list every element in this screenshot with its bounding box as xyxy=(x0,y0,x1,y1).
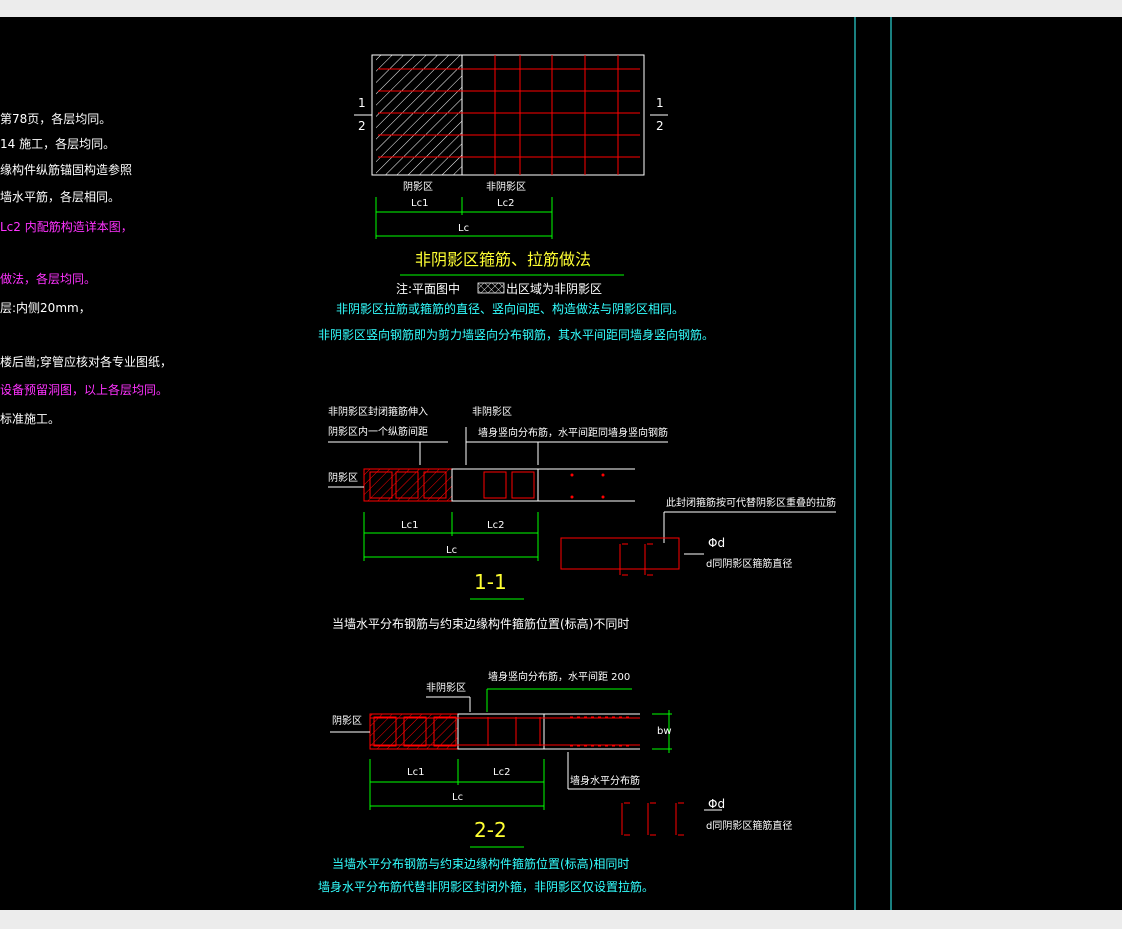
detail-c-label-horizontal: 墙身水平分布筋 xyxy=(570,776,640,787)
zone-shadow-label: 阴影区 xyxy=(403,182,433,193)
left-note: 墙水平筋，各层相同。 xyxy=(0,190,121,204)
left-note: 层:内侧20mm， xyxy=(0,301,91,315)
left-note: 楼后凿;穿管应核对各专业图纸， xyxy=(0,355,173,369)
section-1-1-title: 1-1 xyxy=(474,570,507,594)
top-toolbar-strip xyxy=(0,0,1122,17)
detail-b-label-tl2: 阴影区内一个纵筋间距 xyxy=(328,427,428,438)
dim-lc1: Lc1 xyxy=(411,198,429,209)
dim-lc2: Lc2 xyxy=(487,520,505,531)
left-note: Lc2 内配筋构造详本图， xyxy=(0,220,133,234)
left-note: 做法，各层均同。 xyxy=(0,272,97,286)
dim-lc1: Lc1 xyxy=(401,520,419,531)
detail-a-title: 非阴影区箍筋、拉筋做法 xyxy=(415,250,592,269)
detail-b-label-tl1: 非阴影区封闭箍筋伸入 xyxy=(328,407,428,418)
phi-d-label: Φd xyxy=(708,536,726,550)
cad-geometry xyxy=(328,17,892,910)
detail-b-label-nonshadow: 非阴影区 xyxy=(472,407,512,418)
left-note: 标准施工。 xyxy=(0,412,61,426)
detail-a-note-3: 非阴影区竖向钢筋即为剪力墙竖向分布钢筋，其水平间距同墙身竖向钢筋。 xyxy=(318,328,715,342)
detail-b-caption: 当墙水平分布钢筋与约束边缘构件箍筋位置(标高)不同时 xyxy=(332,617,630,631)
section-mark-num: 1 xyxy=(358,96,366,110)
dim-lc: Lc xyxy=(446,545,458,556)
section-mark-den: 2 xyxy=(358,119,366,133)
detail-a-plan xyxy=(354,54,668,294)
dim-lc: Lc xyxy=(452,792,464,803)
detail-b-label-right: 此封闭箍筋按可代替阴影区重叠的拉筋 xyxy=(666,498,836,509)
detail-c-label-vertical: 墙身竖向分布筋，水平间距 200 xyxy=(488,672,631,683)
detail-b-label-shadow: 阴影区 xyxy=(328,473,358,484)
detail-c-section xyxy=(330,688,722,848)
left-note: 14 施工，各层均同。 xyxy=(0,137,116,151)
detail-a-note-prefix: 注:平面图中 xyxy=(396,282,461,296)
detail-c-label-nonshadow: 非阴影区 xyxy=(426,683,466,694)
detail-c-caption-2: 墙身水平分布筋代替非阴影区封闭外箍，非阴影区仅设置拉筋。 xyxy=(318,880,655,894)
zone-nonshadow-label: 非阴影区 xyxy=(486,182,526,193)
left-note: 第78页，各层均同。 xyxy=(0,112,112,126)
section-mark-num: 1 xyxy=(656,96,664,110)
bottom-status-strip xyxy=(0,910,1122,929)
detail-c-label-shadow: 阴影区 xyxy=(332,716,362,727)
detail-a-note-2: 非阴影区拉筋或箍筋的直径、竖向间距、构造做法与阴影区相同。 xyxy=(336,302,685,316)
detail-b-section xyxy=(328,427,836,600)
left-note: 设备预留洞图，以上各层均同。 xyxy=(0,383,169,397)
dim-lc2: Lc2 xyxy=(493,767,511,778)
phi-d-label: Φd xyxy=(708,797,726,811)
dim-lc2: Lc2 xyxy=(497,198,515,209)
section-mark-den: 2 xyxy=(656,119,664,133)
detail-c-label-bw: bw xyxy=(657,726,672,737)
left-note: 缘构件纵筋锚固构造参照 xyxy=(0,163,133,177)
d-note: d同阴影区箍筋直径 xyxy=(706,559,793,570)
d-note: d同阴影区箍筋直径 xyxy=(706,821,793,832)
detail-c-caption-1: 当墙水平分布钢筋与约束边缘构件箍筋位置(标高)相同时 xyxy=(332,857,630,871)
cad-drawing-canvas[interactable]: 第78页，各层均同。 14 施工，各层均同。 缘构件纵筋锚固构造参照 墙水平筋，… xyxy=(0,17,1122,910)
section-2-2-title: 2-2 xyxy=(474,818,507,842)
dim-lc: Lc xyxy=(458,223,470,234)
dim-lc1: Lc1 xyxy=(407,767,425,778)
detail-b-label-vertical: 墙身竖向分布筋，水平间距同墙身竖向钢筋 xyxy=(478,428,668,439)
detail-a-note-suffix: 出区域为非阴影区 xyxy=(506,282,603,296)
